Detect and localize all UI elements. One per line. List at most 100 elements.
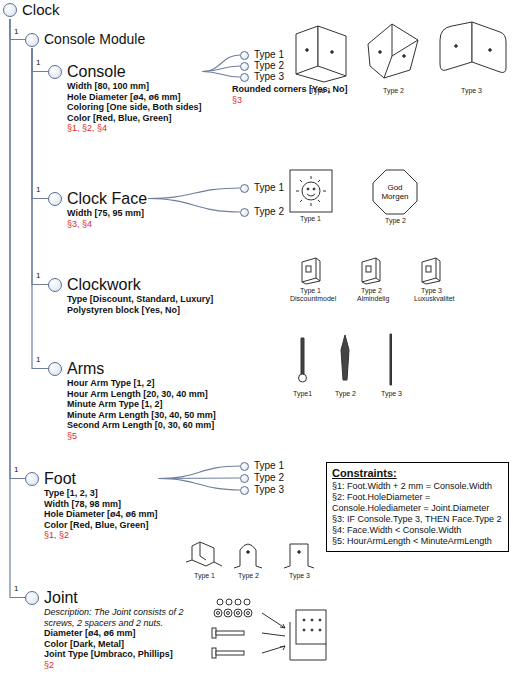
node-heading: Constraints:: [332, 466, 503, 481]
joint-illustration: [212, 599, 326, 660]
image-caption: Type 1: [300, 287, 321, 295]
feature-circle: [240, 462, 249, 471]
node-heading: Foot: [44, 469, 158, 488]
image-caption: Type 3: [461, 87, 482, 95]
tree-connector: [159, 466, 240, 479]
node-text: Joint Type [Umbraco, Phillips]: [44, 649, 215, 660]
tree-connector: [159, 479, 240, 491]
node-heading: Type 2: [254, 472, 284, 484]
feature-circle: [25, 591, 39, 605]
node-text: §5: [67, 431, 216, 442]
feature-circle: [25, 33, 39, 47]
node-text: Minute Arm Type [1, 2]: [67, 399, 216, 410]
cardinality: 1: [14, 27, 18, 36]
cardinality: 1: [14, 465, 18, 474]
node-text: §4: Face.Width < Console.Width: [332, 525, 503, 536]
node-text: §3, §4: [67, 219, 147, 230]
node-text: Hour Arm Type [1, 2]: [67, 378, 216, 389]
node-text: Second Arm Length [0, 30, 60 mm]: [67, 420, 216, 431]
feature-node: ConsoleWidth [80, 100 mm]Hole Diameter […: [48, 62, 202, 134]
node-text: Polystyren block [Yes, No]: [67, 305, 213, 316]
feature-circle: [240, 184, 249, 193]
tree-connector: [148, 199, 240, 213]
feature-node: Clock FaceWidth [75, 95 mm]§3, §4: [48, 189, 147, 230]
tree-connector: [203, 66, 240, 72]
node-heading: Clock: [22, 1, 60, 19]
feature-circle: [240, 208, 249, 217]
clockwork-illustration: [302, 258, 440, 284]
cardinality: 1: [14, 584, 18, 593]
variant-node: Type 3: [240, 71, 284, 83]
node-text: Minute Arm Length [30, 40, 50 mm]: [67, 410, 216, 421]
console-illustration: [440, 22, 472, 70]
node-text: Description: The Joint consists of 2 scr…: [44, 607, 215, 628]
feature-circle: [48, 192, 62, 206]
image-caption: Type 3: [421, 287, 442, 295]
image-caption: Type 2: [335, 390, 356, 398]
feature-node: FootType [1, 2, 3]Width [78, 98 mm]Hole …: [25, 469, 158, 541]
tree-connector: [32, 48, 48, 72]
node-heading: Type 2: [254, 206, 284, 218]
feature-node: Console Module: [25, 31, 145, 48]
feature-circle: [48, 362, 62, 376]
image-caption: Type 1: [194, 572, 215, 580]
image-caption: Type 3: [381, 390, 402, 398]
foot-illustration: [186, 542, 314, 568]
feature-circle: [25, 472, 39, 486]
cardinality: 1: [36, 271, 40, 280]
tree-connector: [32, 48, 48, 199]
tree-connector: [203, 55, 240, 72]
node-heading: Type 1: [254, 460, 284, 472]
tree-connector: [10, 19, 25, 479]
node-text: §5: HourArmLength < MinuteArmLength: [332, 536, 503, 547]
face-text: God Morgen: [377, 183, 413, 201]
node-text: Diameter [ø4, ø6 mm]: [44, 628, 215, 639]
node-text: Color [Dark, Metal]: [44, 639, 215, 650]
variant-node: Type 1: [240, 49, 284, 61]
feature-circle: [240, 486, 249, 495]
image-caption: Almindelig: [357, 295, 389, 303]
node-text: §1: Foot.Width + 2 mm = Console.Width: [332, 481, 503, 492]
image-caption: Type1: [293, 390, 312, 398]
node-heading: Type 3: [254, 71, 284, 83]
cardinality: 1: [36, 58, 40, 67]
feature-circle: [240, 73, 249, 82]
node-heading: Type 1: [254, 182, 284, 194]
feature-circle: [48, 278, 62, 292]
node-text: Type [Discount, Standard, Luxury]: [67, 294, 213, 305]
arm-illustration: [299, 334, 392, 385]
image-caption: Type 2: [361, 287, 382, 295]
feature-circle: [3, 3, 17, 17]
node-text: Type [1, 2, 3]: [44, 488, 158, 499]
constraint-ref: §3: [232, 95, 242, 106]
node-heading: Type 3: [254, 484, 284, 496]
console-illustration: [368, 24, 418, 78]
image-caption: Type 1: [300, 215, 321, 223]
feature-node: ClockworkType [Discount, Standard, Luxur…: [48, 275, 213, 315]
tree-connector: [32, 48, 48, 285]
node-text: Hour Arm Length [20, 30, 40 mm]: [67, 389, 216, 400]
cardinality: 1: [36, 185, 40, 194]
node-text: Hole Diameter [ø4, ø6 mm]: [44, 509, 158, 520]
tree-connector: [203, 72, 240, 78]
clock-face-illustration: [373, 170, 417, 214]
variant-node: Type 2: [240, 472, 284, 484]
feature-node: ArmsHour Arm Type [1, 2]Hour Arm Length …: [48, 359, 216, 442]
image-caption: Type 2: [238, 572, 259, 580]
root-feature: Clock: [3, 1, 60, 19]
node-text: Coloring [One side, Both sides]: [67, 102, 202, 113]
node-heading: Clock Face: [67, 189, 147, 208]
node-heading: Type 1: [254, 49, 284, 61]
tree-connector: [32, 48, 48, 369]
node-heading: Console Module: [44, 31, 145, 48]
variant-node: Type 3: [240, 484, 284, 496]
node-text: Width [75, 95 mm]: [67, 208, 147, 219]
node-heading: Arms: [67, 359, 216, 378]
feature-circle: [240, 51, 249, 60]
node-heading: Type 2: [254, 60, 284, 72]
node-text: §1, §2, §4: [67, 123, 202, 134]
image-caption: Type 2: [383, 87, 404, 95]
image-caption: Type 3: [289, 572, 310, 580]
node-text: §2: Foot.HoleDiameter = Console.Holediam…: [332, 492, 503, 514]
node-text: Color [Red, Blue, Green]: [67, 113, 202, 124]
